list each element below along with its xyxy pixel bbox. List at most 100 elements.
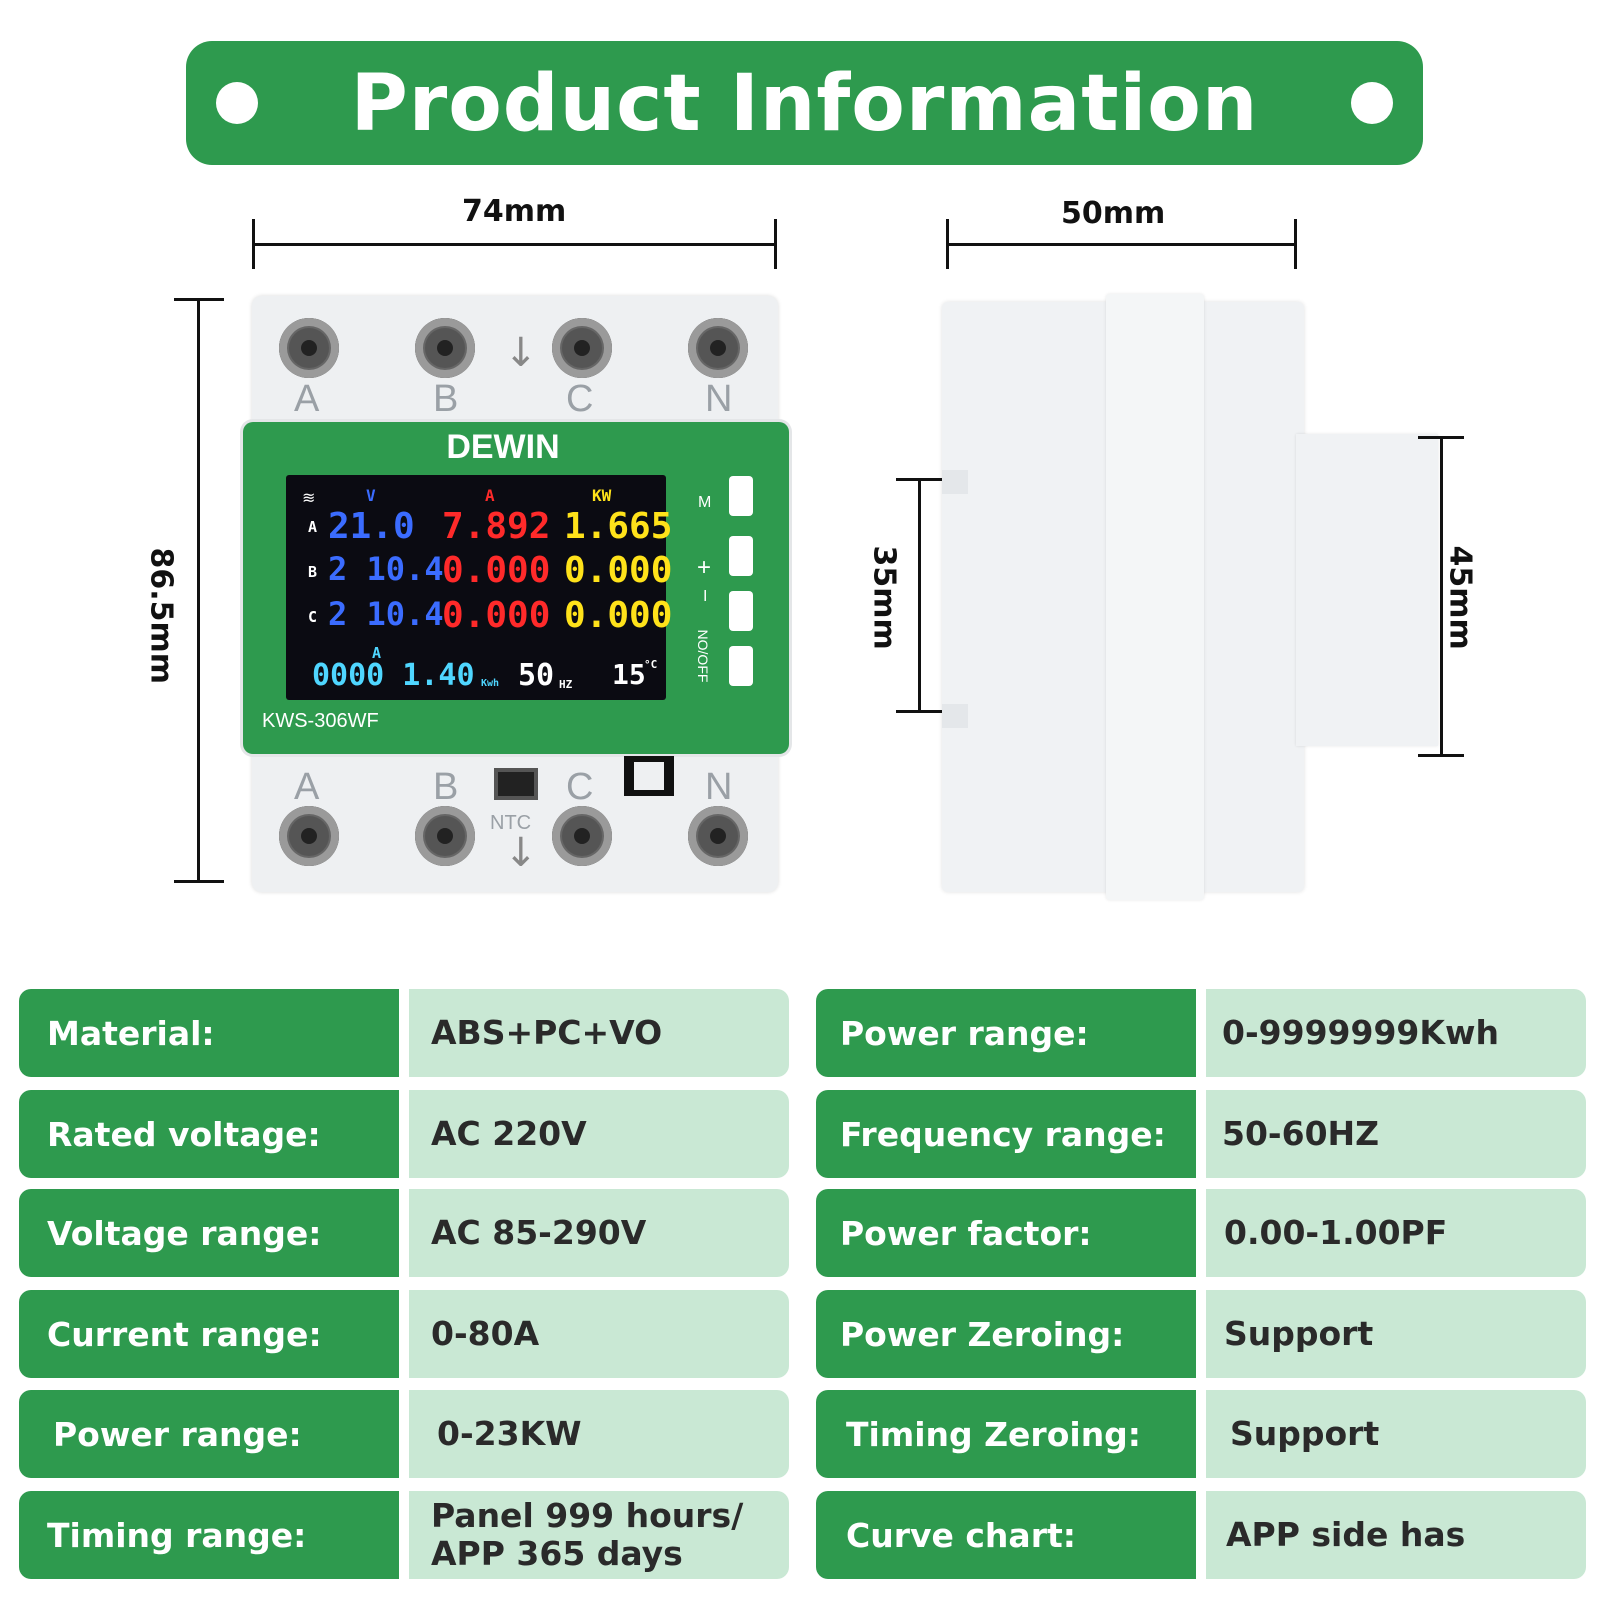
side-height-line	[1440, 436, 1443, 756]
lcd-col-v: V	[366, 486, 376, 505]
on-off-button-label: NO/OFF	[695, 629, 711, 683]
spec-value-power-range: 0-23KW	[409, 1390, 789, 1478]
spec-value-power-factor: 0.00-1.00PF	[1206, 1189, 1586, 1277]
spec-label-rated-voltage: Rated voltage:	[19, 1090, 399, 1178]
brand-logo: DEWIN	[446, 428, 560, 466]
arrow-down-icon: ↓	[504, 330, 538, 376]
spec-label-voltage-range: Voltage range:	[19, 1189, 399, 1277]
lcd-frequency: 50	[518, 658, 555, 693]
lcd-energy-unit: Kwh	[481, 678, 500, 689]
spec-value-timing-zeroing: Support	[1206, 1390, 1586, 1478]
front-height-tick-top	[174, 298, 224, 301]
spec-value-current-range: 0-80A	[409, 1290, 789, 1378]
device-side-front	[1296, 434, 1438, 746]
side-height-tick-bottom	[1418, 754, 1464, 757]
screw-bottom-c	[552, 806, 612, 866]
side-height-tick-top	[1418, 436, 1464, 439]
terminal-top-b: B	[433, 378, 459, 420]
lcd-energy: 0000 1.40	[312, 658, 475, 693]
side-width-line	[946, 243, 1296, 246]
on-off-button[interactable]	[729, 646, 753, 686]
front-height-tick-bottom	[174, 880, 224, 883]
lcd-c-power: 0.000	[564, 595, 673, 636]
front-height-line	[197, 298, 200, 882]
spec-value-energy-range: 0-9999999Kwh	[1206, 989, 1586, 1077]
rail-clip-top	[942, 470, 968, 494]
lcd-a-voltage: 21.0	[328, 506, 415, 547]
spec-value-frequency-range: 50-60HZ	[1206, 1090, 1586, 1178]
side-width-label: 50mm	[1061, 196, 1166, 231]
spec-value-rated-voltage: AC 220V	[409, 1090, 789, 1178]
arrow-down-bottom-icon: ↓	[504, 830, 538, 876]
title-banner: Product Information	[186, 41, 1423, 165]
plus-button-label: +	[697, 554, 712, 581]
i-button-label: I	[703, 588, 708, 605]
screw-top-n	[688, 318, 748, 378]
rail-height-tick-top	[896, 478, 942, 481]
spec-value-voltage-range: AC 85-290V	[409, 1189, 789, 1277]
front-width-line	[252, 243, 776, 246]
spec-label-power-zeroing: Power Zeroing:	[816, 1290, 1196, 1378]
model-label: KWS-306WF	[262, 710, 379, 732]
rail-clip-bottom	[942, 704, 968, 728]
front-width-tick-right	[774, 219, 777, 269]
lcd-b-voltage: 2 10.4	[328, 550, 444, 588]
side-width-tick-left	[946, 219, 949, 269]
spec-value-curve-chart: APP side has	[1206, 1491, 1586, 1579]
screw-bottom-a	[279, 806, 339, 866]
lcd-a-power: 1.665	[564, 506, 673, 547]
spec-label-timing-zeroing: Timing Zeroing:	[816, 1390, 1196, 1478]
rail-height-tick-bottom	[896, 710, 942, 713]
lcd-phase-a: A	[308, 518, 318, 536]
banner-dot-left	[216, 82, 258, 124]
lcd-col-kw: KW	[592, 486, 612, 505]
lcd-temperature-unit: °C	[644, 658, 658, 671]
front-height-label: 86.5mm	[143, 547, 179, 685]
spec-label-power-factor: Power factor:	[816, 1189, 1196, 1277]
lcd-col-a: A	[485, 486, 495, 505]
page-title: Product Information	[350, 59, 1259, 149]
lcd-display	[286, 475, 666, 700]
wifi-icon: ≋	[302, 488, 316, 507]
connector-port-icon	[624, 756, 674, 796]
front-width-label: 74mm	[462, 194, 567, 229]
rail-height-label: 35mm	[866, 545, 902, 650]
lcd-b-power: 0.000	[564, 550, 673, 591]
terminal-top-n: N	[705, 378, 733, 420]
screw-bottom-b	[415, 806, 475, 866]
lcd-bottom-a: A	[372, 644, 382, 662]
i-button[interactable]	[729, 591, 753, 631]
device-side-cover	[1106, 294, 1204, 900]
banner-dot-right	[1351, 82, 1393, 124]
screw-bottom-n	[688, 806, 748, 866]
spec-label-current-range: Current range:	[19, 1290, 399, 1378]
side-width-tick-right	[1294, 219, 1297, 269]
lcd-b-current: 0.000	[442, 550, 551, 591]
screw-top-b	[415, 318, 475, 378]
ntc-connector-icon	[494, 768, 538, 800]
spec-label-power-range: Power range:	[19, 1390, 399, 1478]
terminal-bottom-c: C	[566, 766, 594, 808]
ntc-label: NTC	[490, 812, 532, 834]
terminal-bottom-a: A	[294, 766, 320, 808]
spec-label-timing-range: Timing range:	[19, 1491, 399, 1579]
spec-value-power-zeroing: Support	[1206, 1290, 1586, 1378]
screw-top-a	[279, 318, 339, 378]
lcd-frequency-unit: HZ	[559, 678, 573, 691]
spec-label-material: Material:	[19, 989, 399, 1077]
terminal-bottom-n: N	[705, 766, 733, 808]
terminal-bottom-b: B	[433, 766, 459, 808]
spec-label-curve-chart: Curve chart:	[816, 1491, 1196, 1579]
lcd-a-current: 7.892	[442, 506, 551, 547]
lcd-c-current: 0.000	[442, 595, 551, 636]
lcd-phase-b: B	[308, 563, 318, 581]
spec-label-energy-range: Power range:	[816, 989, 1196, 1077]
lcd-c-voltage: 2 10.4	[328, 595, 444, 633]
terminal-top-c: C	[566, 378, 594, 420]
lcd-phase-c: C	[308, 608, 318, 626]
m-button[interactable]	[729, 476, 753, 516]
spec-value-timing-range: Panel 999 hours/ APP 365 days	[409, 1491, 789, 1579]
plus-button[interactable]	[729, 536, 753, 576]
m-button-label: M	[698, 494, 712, 511]
terminal-top-a: A	[294, 378, 320, 420]
